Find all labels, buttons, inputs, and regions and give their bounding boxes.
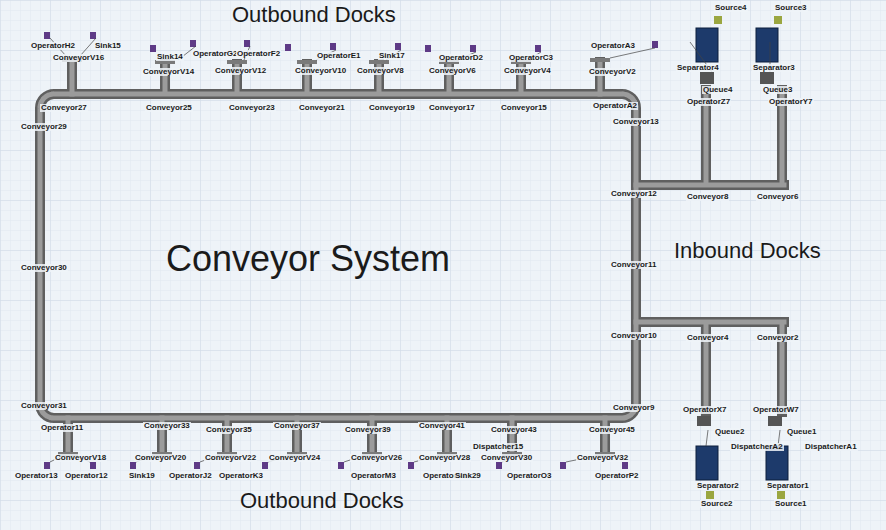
operator-icons xyxy=(44,32,658,469)
object-label: Conveyor17 xyxy=(428,104,476,112)
object-label: Queue4 xyxy=(702,86,733,94)
system-title: Conveyor System xyxy=(166,241,450,277)
object-label: Operator13 xyxy=(14,472,59,480)
object-label: Queue2 xyxy=(714,428,745,436)
object-label: ConveyorV28 xyxy=(418,454,471,462)
object-label: Separator4 xyxy=(676,64,720,72)
object-label: Conveyor12 xyxy=(610,190,658,198)
object-label: Sink29 xyxy=(454,472,482,480)
object-label: OperatorW7 xyxy=(752,406,800,414)
object-label: OperatorD2 xyxy=(438,54,484,62)
object-label: OperatorA2 xyxy=(592,102,638,110)
area-heading: Outbound Docks xyxy=(240,490,404,512)
object-label: Conveyor9 xyxy=(612,404,655,412)
object-label: Conveyor15 xyxy=(500,104,548,112)
object-label: Conveyor11 xyxy=(610,261,657,269)
operator-links xyxy=(50,38,780,462)
object-label: Sink17 xyxy=(378,52,406,60)
object-label: Separator3 xyxy=(752,64,796,72)
object-label: ConveyorV22 xyxy=(204,454,257,462)
object-label: Queue3 xyxy=(762,86,793,94)
object-label: Conveyor4 xyxy=(686,334,729,342)
object-label: ConveyorV30 xyxy=(480,454,533,462)
object-label: Dispatcher15 xyxy=(472,443,524,451)
object-label: ConveyorV4 xyxy=(503,67,552,75)
object-label: Conveyor35 xyxy=(205,426,253,434)
object-label: OperatorY7 xyxy=(768,98,814,106)
object-label: OperatorO3 xyxy=(506,472,552,480)
object-label: Sink19 xyxy=(128,472,156,480)
object-label: Conveyor13 xyxy=(612,118,660,126)
object-label: Conveyor25 xyxy=(145,104,193,112)
conveyor-belts xyxy=(40,62,784,452)
object-label: ConveyorV2 xyxy=(588,68,637,76)
object-label: ConveyorV8 xyxy=(356,67,405,75)
object-label: Queue1 xyxy=(786,428,817,436)
object-label: Separator1 xyxy=(766,482,810,490)
object-label: OperatorM3 xyxy=(350,472,397,480)
object-label: OperatorX7 xyxy=(682,406,728,414)
object-label: OperatorK3 xyxy=(218,472,264,480)
object-label: Conveyor29 xyxy=(20,123,68,131)
object-label: ConveyorV6 xyxy=(428,67,477,75)
dock-crossbars xyxy=(58,58,615,456)
object-label: OperatorA3 xyxy=(590,42,636,50)
object-label: OperatorJ2 xyxy=(168,472,213,480)
object-label: ConveyorV24 xyxy=(268,454,321,462)
object-label: Conveyor45 xyxy=(588,426,636,434)
object-label: Sink14 xyxy=(156,53,184,61)
object-label: Conveyor30 xyxy=(20,264,68,272)
object-label: ConveyorV20 xyxy=(134,454,187,462)
object-label: Conveyor41 xyxy=(418,422,466,430)
object-label: OperatorC3 xyxy=(508,54,554,62)
object-label: ConveyorV10 xyxy=(294,67,347,75)
object-label: ConveyorV12 xyxy=(214,67,267,75)
area-heading: Outbound Docks xyxy=(232,4,396,26)
object-label: ConveyorV16 xyxy=(52,54,105,62)
object-label: Source1 xyxy=(774,500,808,508)
object-label: Source2 xyxy=(700,500,734,508)
object-label: DispatcherA1 xyxy=(804,443,858,451)
object-label: Conveyor27 xyxy=(40,104,88,112)
object-label: ConveyorV32 xyxy=(576,454,629,462)
object-label: Conveyor37 xyxy=(273,422,321,430)
object-label: Conveyor33 xyxy=(143,422,191,430)
object-label: OperatorF2 xyxy=(236,50,281,58)
object-label: Source4 xyxy=(714,4,748,12)
object-label: OperatorZ7 xyxy=(686,98,731,106)
object-label: Conveyor19 xyxy=(368,104,416,112)
object-label: OperatorE1 xyxy=(316,52,362,60)
object-label: Conveyor23 xyxy=(228,104,276,112)
object-label: Conveyor39 xyxy=(344,426,392,434)
object-label: Conveyor2 xyxy=(756,334,799,342)
object-label: OperatorP2 xyxy=(594,472,640,480)
object-label: Conveyor6 xyxy=(756,193,799,201)
object-label: OperatorG2 xyxy=(192,50,238,58)
object-label: Separator2 xyxy=(696,482,740,490)
object-label: Conveyor8 xyxy=(686,193,729,201)
object-label: OperatorH2 xyxy=(30,42,76,50)
object-label: Operator11 xyxy=(40,424,84,432)
object-label: Sink15 xyxy=(94,42,122,50)
object-label: DispatcherA2 xyxy=(730,443,784,451)
object-label: Operator12 xyxy=(64,472,109,480)
object-label: Conveyor43 xyxy=(490,426,538,434)
object-label: ConveyorV14 xyxy=(142,68,195,76)
object-label: Conveyor21 xyxy=(298,104,346,112)
object-label: ConveyorV18 xyxy=(54,454,107,462)
object-label: Source3 xyxy=(774,4,808,12)
object-label: Conveyor10 xyxy=(610,332,658,340)
area-heading: Inbound Docks xyxy=(674,240,821,262)
object-label: Conveyor31 xyxy=(20,402,68,410)
object-label: ConveyorV26 xyxy=(350,454,403,462)
